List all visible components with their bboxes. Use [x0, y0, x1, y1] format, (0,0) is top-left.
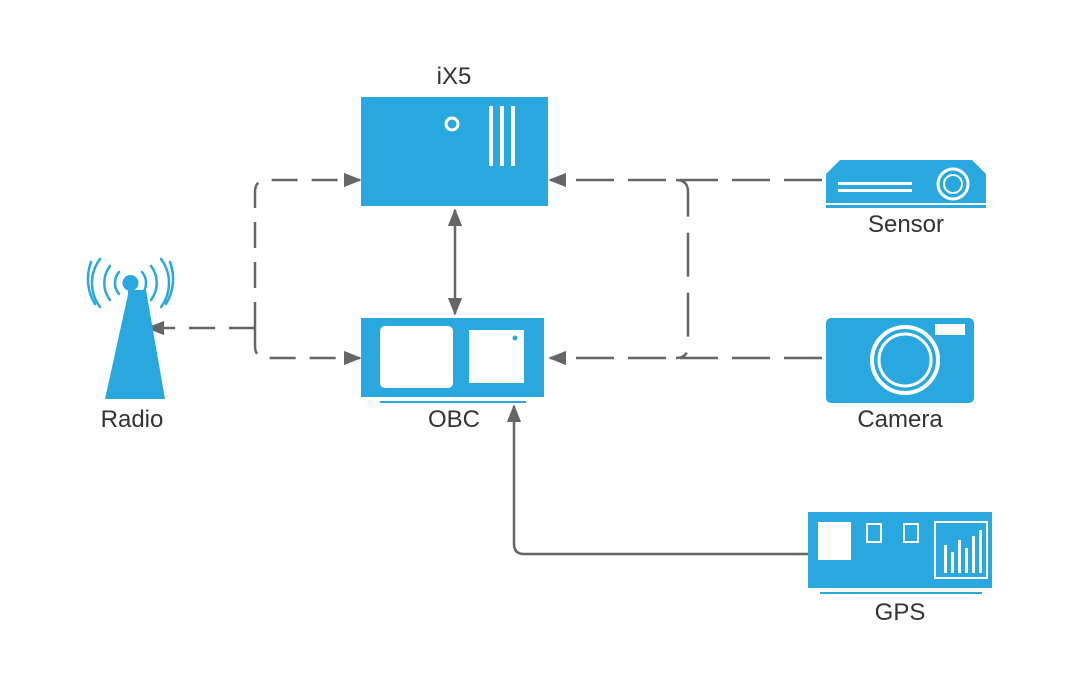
gps-label: GPS [875, 599, 926, 626]
ix5-label: iX5 [437, 63, 472, 90]
node-radio[interactable]: Radio [86, 257, 175, 433]
connector-radio-to-obc [253, 328, 362, 366]
connector-sensor-camera-link [675, 178, 690, 360]
node-obc[interactable]: OBC [361, 318, 544, 433]
camera-label: Camera [857, 406, 943, 433]
connector-gps-to-obc [506, 404, 808, 556]
node-ix5[interactable]: iX5 [361, 63, 548, 206]
node-gps[interactable]: GPS [808, 512, 992, 626]
obc-label: OBC [428, 406, 480, 433]
antenna-icon [86, 257, 175, 399]
radio-label: Radio [101, 406, 164, 433]
node-camera[interactable]: Camera [826, 318, 974, 433]
connector-radio-to-ix5 [253, 172, 362, 328]
node-sensor[interactable]: Sensor [826, 160, 986, 238]
sensor-icon [826, 160, 986, 208]
connectors [146, 172, 822, 556]
computer-icon [361, 318, 544, 403]
camera-icon [826, 318, 974, 403]
gps-icon [808, 512, 992, 594]
sensor-label: Sensor [868, 211, 944, 238]
server-icon [361, 97, 548, 206]
